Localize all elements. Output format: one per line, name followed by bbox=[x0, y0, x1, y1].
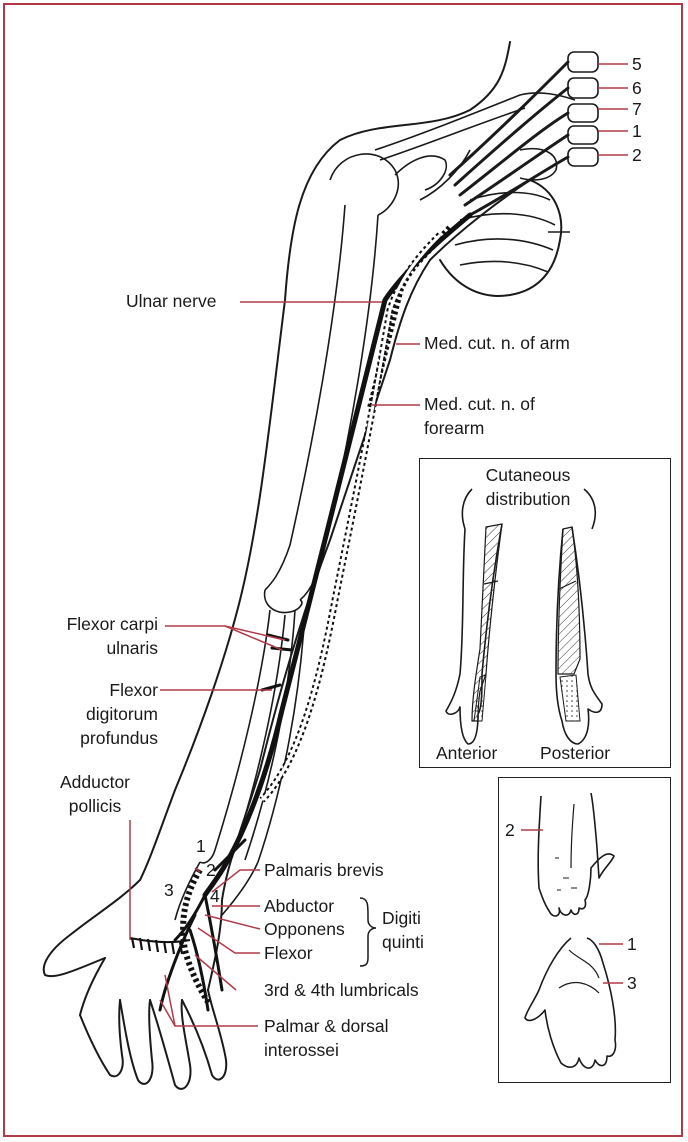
hand-panel-label-3: 3 bbox=[627, 973, 637, 993]
label-fcu-2: ulnaris bbox=[106, 638, 158, 658]
figure-frame bbox=[3, 3, 683, 1137]
med-cut-n-forearm-inner bbox=[260, 233, 442, 802]
label-abductor: Abductor bbox=[264, 896, 335, 916]
posterior-dotted-area bbox=[559, 674, 581, 722]
label-interossei-1: Palmar & dorsal bbox=[264, 1016, 389, 1036]
label-ulnar-nerve: Ulnar nerve bbox=[126, 291, 217, 311]
cutaneous-title-2: distribution bbox=[485, 489, 571, 509]
cutaneous-arms-drawing bbox=[445, 488, 603, 745]
arm-outline bbox=[42, 41, 563, 1090]
label-fdp-3: profundus bbox=[80, 728, 158, 748]
cervical-vertebrae bbox=[567, 51, 599, 167]
label-interossei-2: interossei bbox=[264, 1040, 339, 1060]
label-fcu-1: Flexor carpi bbox=[66, 614, 158, 634]
palmar-hand-outline bbox=[524, 937, 617, 1069]
hand-panel-label-2: 2 bbox=[505, 820, 515, 840]
label-root-1: 1 bbox=[632, 121, 642, 141]
label-posterior: Posterior bbox=[540, 743, 611, 763]
posterior-arm-outline bbox=[555, 526, 603, 745]
interossei-ticks bbox=[129, 937, 191, 955]
anterior-dotted-area bbox=[473, 674, 487, 722]
label-lumbricals: 3rd & 4th lumbricals bbox=[264, 980, 419, 1000]
hand-detail-drawing bbox=[521, 792, 623, 1069]
posterior-hatched-area bbox=[557, 526, 581, 675]
label-hand-3: 3 bbox=[164, 880, 174, 900]
label-opponens: Opponens bbox=[264, 919, 345, 939]
label-palmaris-brevis: Palmaris brevis bbox=[264, 860, 384, 880]
dorsal-hand-outline bbox=[537, 792, 615, 917]
label-adductor-pollicis-1: Adductor bbox=[59, 772, 131, 792]
leader-lines bbox=[129, 63, 628, 1027]
cutaneous-title-1: Cutaneous bbox=[485, 465, 571, 485]
label-root-7: 7 bbox=[632, 99, 642, 119]
anterior-hatched-area bbox=[471, 523, 503, 722]
label-digiti-1: Digiti bbox=[382, 908, 421, 928]
hand-detail-panel: 2 1 3 bbox=[498, 777, 671, 1083]
label-fdp-1: Flexor bbox=[109, 680, 158, 700]
hand-callouts bbox=[194, 867, 201, 873]
brachial-plexus bbox=[448, 60, 570, 217]
ulnar-nerve-path bbox=[202, 212, 473, 898]
cutaneous-distribution-panel: Cutaneous distribution Anterior Posterio… bbox=[419, 458, 671, 768]
label-root-2: 2 bbox=[632, 145, 642, 165]
label-root-5: 5 bbox=[632, 54, 642, 74]
label-med-cut-forearm-1: Med. cut. n. of bbox=[424, 394, 535, 414]
label-med-cut-arm: Med. cut. n. of arm bbox=[424, 333, 570, 353]
label-hand-1: 1 bbox=[196, 836, 206, 856]
label-root-6: 6 bbox=[632, 78, 642, 98]
label-digiti-2: quinti bbox=[382, 932, 424, 952]
label-flexor: Flexor bbox=[264, 943, 313, 963]
label-fdp-2: digitorum bbox=[86, 704, 158, 724]
label-adductor-pollicis-2: pollicis bbox=[68, 796, 122, 816]
label-anterior: Anterior bbox=[436, 743, 498, 763]
label-hand-2: 2 bbox=[206, 860, 216, 880]
label-med-cut-forearm-2: forearm bbox=[424, 418, 485, 438]
hand-branches bbox=[158, 893, 224, 1012]
hand-panel-label-1: 1 bbox=[627, 934, 637, 954]
label-hand-4: 4 bbox=[210, 886, 220, 906]
